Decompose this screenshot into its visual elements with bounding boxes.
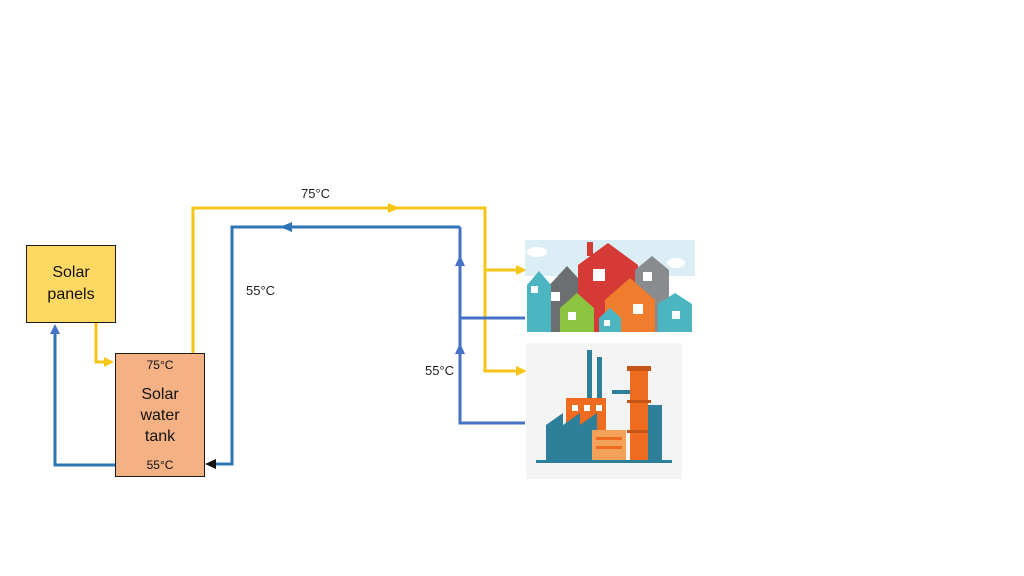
tank-top-temperature: 75°C [146,358,174,372]
houses-icon [525,240,695,332]
cold-return-pipe [210,225,460,466]
houses-supply-arrow-icon [516,265,527,275]
supply-arrow-icon [388,203,400,213]
return-arrow-icon [280,222,292,232]
panel-return-arrow-icon [50,324,60,334]
return-temperature-label: 55°C [246,283,276,298]
solar-panels-box: Solar panels [26,245,116,323]
tank-to-panel-return-pipe [53,330,115,467]
tank-bottom-temperature: 55°C [146,458,174,472]
panel-to-tank-pipe [94,323,108,364]
panel-to-tank-arrow-icon [104,357,114,367]
consumer-return-temperature-label: 55°C [425,363,455,378]
hot-supply-pipe [191,206,520,373]
factory-supply-arrow-icon [516,366,527,376]
tank-label: Solar water tank [140,386,180,445]
solar-water-tank-box: 75°C Solar water tank 55°C [115,353,205,477]
solar-panels-label: Solar panels [47,264,95,303]
tank-return-arrow-icon [205,459,216,469]
factory-icon [526,343,682,479]
houses-return-arrow-icon [455,255,465,266]
supply-temperature-label: 75°C [301,186,331,201]
factory-return-arrow-icon [455,343,465,354]
consumer-return-pipe [458,227,525,320]
